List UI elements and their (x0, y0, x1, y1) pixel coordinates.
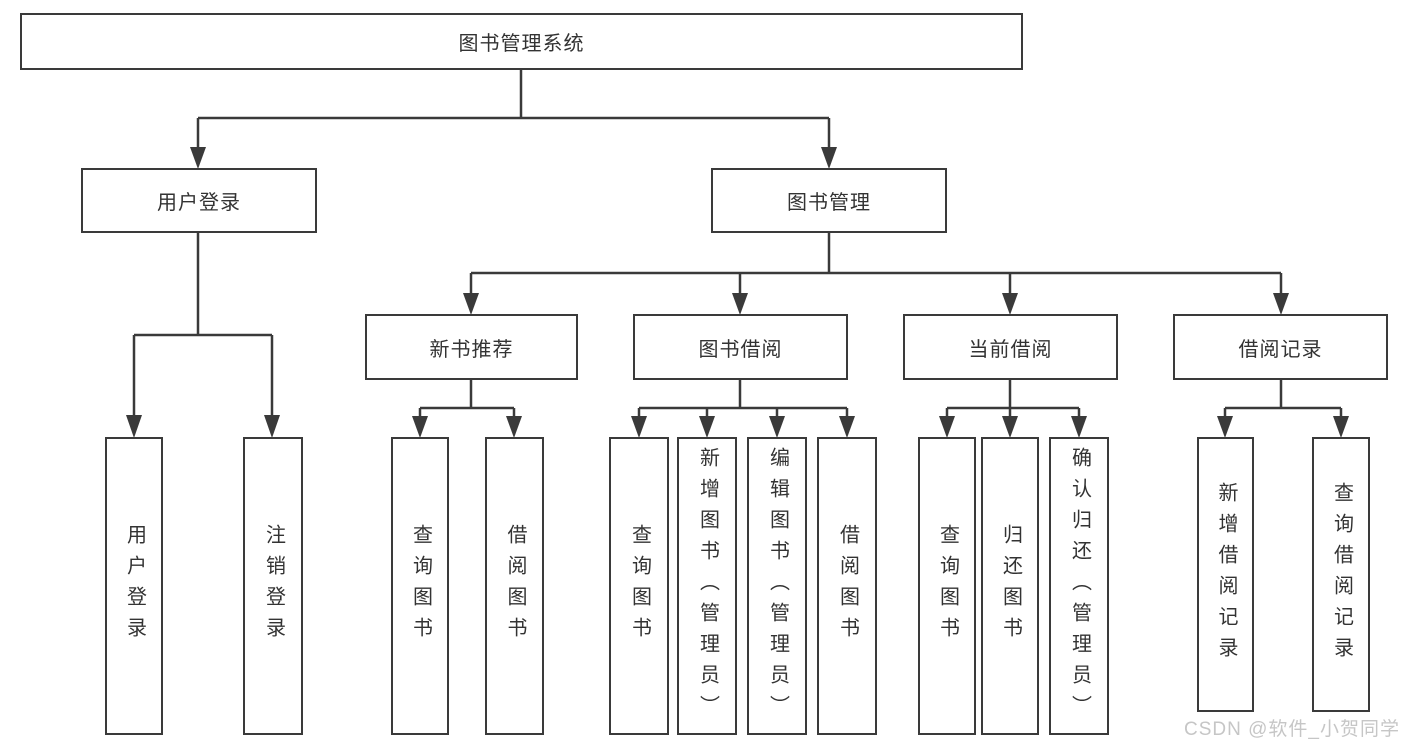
leaf-confirm-return-admin: 确认归还（管理员） (1049, 437, 1109, 735)
leaf-borrow-books: 借阅图书 (817, 437, 877, 735)
leaf-query-borrow-record: 查询借阅记录 (1312, 437, 1370, 712)
leaf-query-books-recommend: 查询图书 (391, 437, 449, 735)
node-label: 图书管理系统 (458, 33, 585, 55)
node-label: 用户登录 (157, 192, 241, 214)
node-label: 新书推荐 (429, 338, 514, 361)
node-current-borrow: 当前借阅 (903, 314, 1118, 380)
leaf-label: 查询借阅记录 (1330, 481, 1353, 668)
node-library-management-system: 图书管理系统 (20, 13, 1023, 70)
node-book-borrow: 图书借阅 (633, 314, 848, 380)
node-label: 图书借阅 (698, 338, 783, 361)
node-label: 借阅记录 (1238, 338, 1323, 361)
leaf-return-book: 归还图书 (981, 437, 1039, 735)
node-borrow-records: 借阅记录 (1173, 314, 1388, 380)
leaf-label: 注销登录 (262, 524, 285, 648)
leaf-label: 编辑图书（管理员） (766, 446, 789, 726)
leaf-label: 查询图书 (936, 524, 959, 648)
leaf-query-books-borrow: 查询图书 (609, 437, 669, 735)
leaf-label: 用户登录 (123, 524, 146, 648)
leaf-borrow-books-recommend: 借阅图书 (485, 437, 544, 735)
leaf-label: 归还图书 (999, 524, 1022, 648)
node-user-login: 用户登录 (81, 168, 317, 233)
leaf-query-books-current: 查询图书 (918, 437, 976, 735)
node-label: 图书管理 (787, 192, 871, 214)
leaf-add-book-admin: 新增图书（管理员） (677, 437, 737, 735)
leaf-label: 查询图书 (628, 524, 651, 648)
leaf-label: 新增借阅记录 (1215, 481, 1237, 668)
leaf-user-login: 用户登录 (105, 437, 163, 735)
leaf-edit-book-admin: 编辑图书（管理员） (747, 437, 807, 735)
leaf-logout: 注销登录 (243, 437, 303, 735)
leaf-label: 新增图书（管理员） (696, 446, 719, 726)
node-book-management: 图书管理 (711, 168, 947, 233)
leaf-label: 确认归还（管理员） (1068, 446, 1091, 726)
leaf-label: 借阅图书 (504, 524, 526, 648)
leaf-add-borrow-record: 新增借阅记录 (1197, 437, 1254, 712)
watermark: CSDN @软件_小贺同学 (1184, 719, 1400, 740)
arrowheads (126, 147, 1349, 438)
leaf-label: 借阅图书 (836, 524, 859, 648)
node-label: 当前借阅 (968, 338, 1053, 361)
leaf-label: 查询图书 (409, 524, 432, 648)
node-new-book-recommend: 新书推荐 (365, 314, 578, 380)
